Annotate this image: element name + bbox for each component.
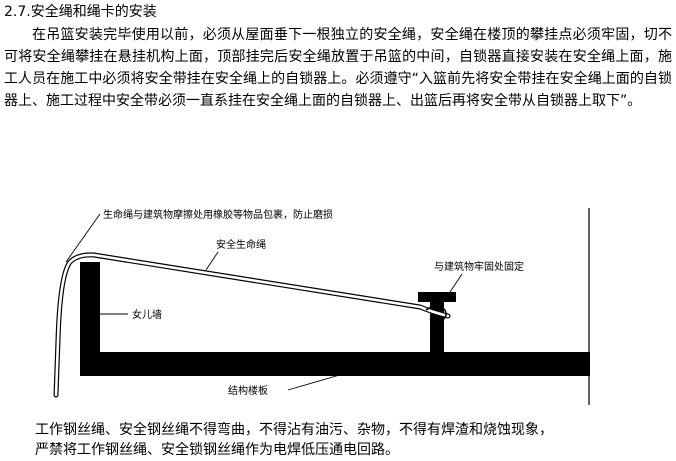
label-anchor-point: 与建筑物牢固处固定 [434, 260, 524, 273]
safety-rope-core [54, 253, 450, 397]
figure-caption: 工作钢丝绳、安全钢丝绳不得弯曲，不得沾有油污、杂物，不得有焊渣和烧蚀现象， 严禁… [35, 420, 665, 460]
safety-rope-diagram: 生命绳与建筑物摩擦处用橡胶等物品包裹，防止磨损 安全生命绳 与建筑物牢固处固定 … [0, 200, 676, 405]
diagram-canvas: 生命绳与建筑物摩擦处用橡胶等物品包裹，防止磨损 安全生命绳 与建筑物牢固处固定 … [53, 208, 590, 405]
label-parapet: 女儿墙 [132, 308, 162, 321]
leader-floor-slab [287, 371, 351, 391]
leader-protection-note [65, 213, 101, 263]
caption-line: 工作钢丝绳、安全钢丝绳不得弯曲，不得沾有油污、杂物，不得有焊渣和烧蚀现象， [35, 422, 553, 438]
leader-safety-rope [205, 251, 219, 271]
label-safety-rope: 安全生命绳 [216, 238, 266, 251]
label-floor-slab: 结构楼板 [228, 384, 268, 397]
body-paragraph: 在吊篮安装完毕使用以前，必须从屋面垂下一根独立的安全绳，安全绳在楼顶的攀挂点必须… [4, 27, 672, 109]
caption-line: 严禁将工作钢丝绳、安全锁钢丝绳作为电焊低压通电回路。 [35, 442, 399, 458]
rope-tie-knot [425, 305, 447, 323]
label-protection-note: 生命绳与建筑物摩擦处用橡胶等物品包裹，防止磨损 [103, 208, 333, 221]
floor-slab [80, 352, 590, 376]
leader-anchor-point [439, 273, 463, 308]
parapet-wall [80, 262, 100, 372]
section-heading: 2.7.安全绳和绳卡的安装 [4, 4, 157, 20]
anchor-cap [418, 292, 456, 302]
